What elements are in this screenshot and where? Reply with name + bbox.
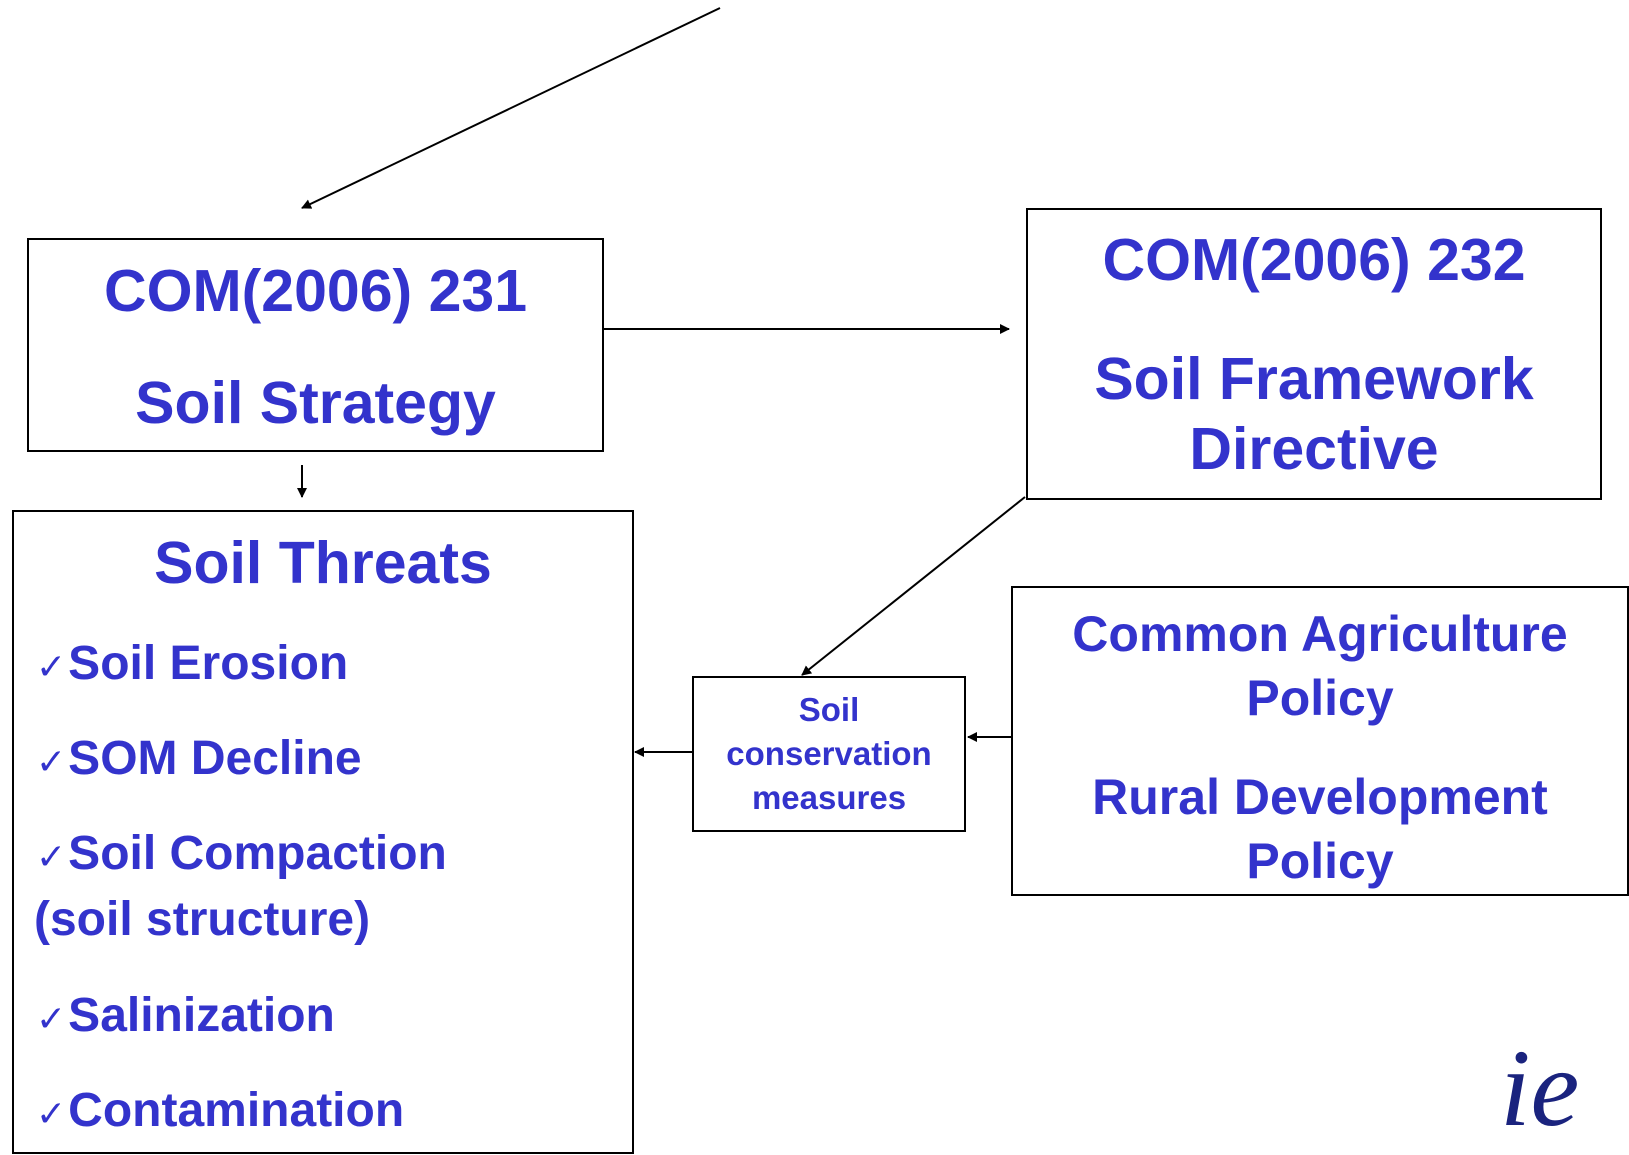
strategy-code: COM(2006) 231 [103,258,528,324]
directive-code: COM(2006) 232 [1102,227,1526,293]
threat-item: ✓Soil Erosion [36,637,349,690]
svg-text:ie: ie [1500,1027,1579,1149]
checkmark-icon: ✓ [36,742,67,783]
soil-threats-box: Soil Threats ✓Soil Erosion ✓SOM Decline … [12,510,634,1154]
threat-item-note: (soil structure) [34,893,371,946]
checkmark-icon: ✓ [36,999,67,1040]
threat-item: ✓Salinization [36,989,335,1042]
soil-conservation-box: Soil conservation measures [692,676,966,832]
conservation-line3: measures [751,779,907,816]
policy-line1: Common Agriculture [1072,606,1568,662]
logo-icon: ie [1500,1027,1579,1149]
threat-item: ✓Soil Compaction [36,827,447,880]
threat-item: ✓SOM Decline [36,732,362,785]
policy-line3: Rural Development [1092,769,1548,825]
directive-name-line2: Directive [1189,416,1439,482]
conservation-line2: conservation [726,735,932,772]
checkmark-icon: ✓ [36,647,67,688]
threat-item: ✓Contamination [36,1084,405,1137]
conservation-line1: Soil [798,691,860,728]
checkmark-icon: ✓ [36,837,67,878]
checkmark-icon: ✓ [36,1094,67,1135]
arrow-title-to-strategy [301,7,721,209]
strategy-name: Soil Strategy [135,370,496,436]
policy-box: Common Agriculture Policy Rural Developm… [1011,586,1629,896]
soil-strategy-box: COM(2006) 231 Soil Strategy [27,238,604,452]
directive-name-line1: Soil Framework [1094,346,1534,412]
policy-line4: Policy [1246,833,1394,889]
policy-line2: Policy [1246,670,1394,726]
arrow-directive-to-conservation [801,496,1026,676]
threats-heading: Soil Threats [154,530,492,596]
soil-framework-directive-box: COM(2006) 232 Soil Framework Directive [1026,208,1602,500]
